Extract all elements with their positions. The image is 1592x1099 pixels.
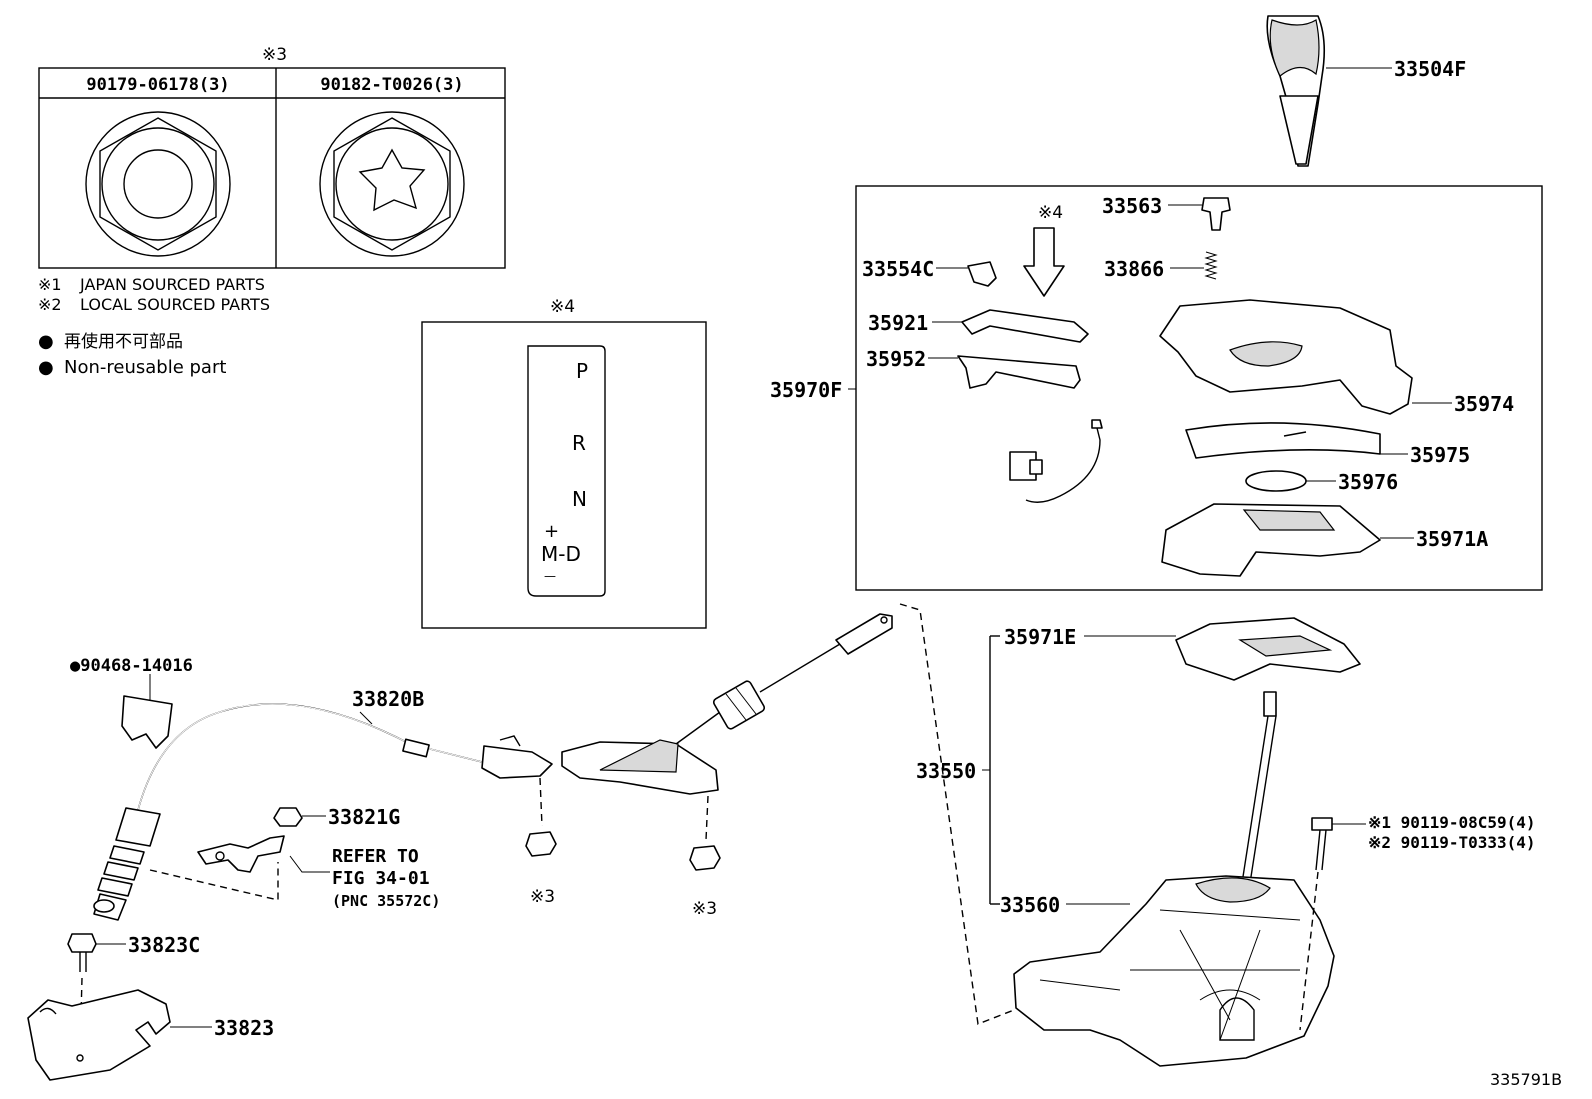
arrow-mark: ※4 [1038,203,1063,223]
note-2-mark: ※2 [38,295,62,314]
bolt-33823C: 33823C [67,933,200,972]
label-90468-14016: ●90468-14016 [70,656,193,676]
label-35952: 35952 [866,347,926,371]
label-33866: 33866 [1104,257,1164,281]
nut-part-number-1: 90179-06178(3) [86,75,229,95]
shift-gate-box: ※4 P R N + M-D — [421,297,707,629]
nut-a: ※3 [525,777,557,907]
label-35971E: 35971E [1004,625,1076,649]
nut-b: ※3 [689,795,721,919]
label-35975: 35975 [1410,443,1470,467]
label-33554C: 33554C [862,257,934,281]
gate-position-p: P [576,359,588,383]
cable-clip: ●90468-14016 [70,656,193,749]
label-35976: 35976 [1338,470,1398,494]
assembly-box-35970F: 35970F ※4 33563 33866 33554C 35921 35952 [770,185,1543,591]
label-35971A: 35971A [1416,527,1488,551]
label-35974: 35974 [1454,392,1514,416]
label-33821G: 33821G [328,805,400,829]
label-35970F: 35970F [770,378,842,402]
bracket-33823: 33823 [27,989,274,1081]
gate-plus: + [544,521,559,542]
hex-nut-icon [85,111,231,257]
bolt-icon [1311,817,1333,871]
refer-line-2: FIG 34-01 [332,868,430,889]
bolt-label-2: ※2 90119-T0333(4) [1368,833,1536,852]
gate-position-n: N [572,487,587,511]
legend: ● 再使用不可部品 ● Non-reusable part [38,331,226,378]
legend-1-text: 再使用不可部品 [64,331,183,352]
gate-minus: — [544,569,556,583]
note-2-text: LOCAL SOURCED PARTS [80,295,270,314]
label-33563: 33563 [1102,194,1162,218]
nut-33821G: 33821G REFER TO FIG 34-01 (PNC 35572C) [197,805,440,910]
figure-id: 335791B [1490,1070,1562,1089]
shift-knob: 33504F [1266,15,1466,167]
gate-box-mark: ※4 [550,297,575,317]
label-33823: 33823 [214,1016,274,1040]
gate-position-r: R [572,431,586,455]
bolt-label-1: ※1 90119-08C59(4) [1368,813,1536,832]
label-33823C: 33823C [128,933,200,957]
label-35921: 35921 [868,311,928,335]
nut-part-number-2: 90182-T0026(3) [320,75,463,95]
label-33560: 33560 [1000,893,1060,917]
nut-a-mark: ※3 [530,887,555,907]
gate-m-d: M-D [541,542,581,566]
label-33820B: 33820B [352,687,424,711]
nut-table-mark: ※3 [262,45,287,65]
legend-2-text: Non-reusable part [64,357,226,378]
label-33504F: 33504F [1394,57,1466,81]
note-1-text: JAPAN SOURCED PARTS [79,275,265,294]
legend-1-symbol: ● [38,331,54,352]
lock-nut-icon [319,111,465,257]
refer-line-3: (PNC 35572C) [332,892,440,910]
source-notes: ※1 JAPAN SOURCED PARTS ※2 LOCAL SOURCED … [38,275,270,314]
note-1-mark: ※1 [38,275,62,294]
refer-line-1: REFER TO [332,846,419,867]
nut-b-mark: ※3 [692,899,717,919]
shift-cable: 33820B [93,613,893,921]
nut-table: ※3 90179-06178(3) 90182-T0026(3) [38,45,506,269]
label-33550: 33550 [916,759,976,783]
legend-2-symbol: ● [38,357,54,378]
shift-lever-assembly: 33550 35971E 33560 ※1 90119-08C59(4) ※2 … [916,617,1536,1067]
